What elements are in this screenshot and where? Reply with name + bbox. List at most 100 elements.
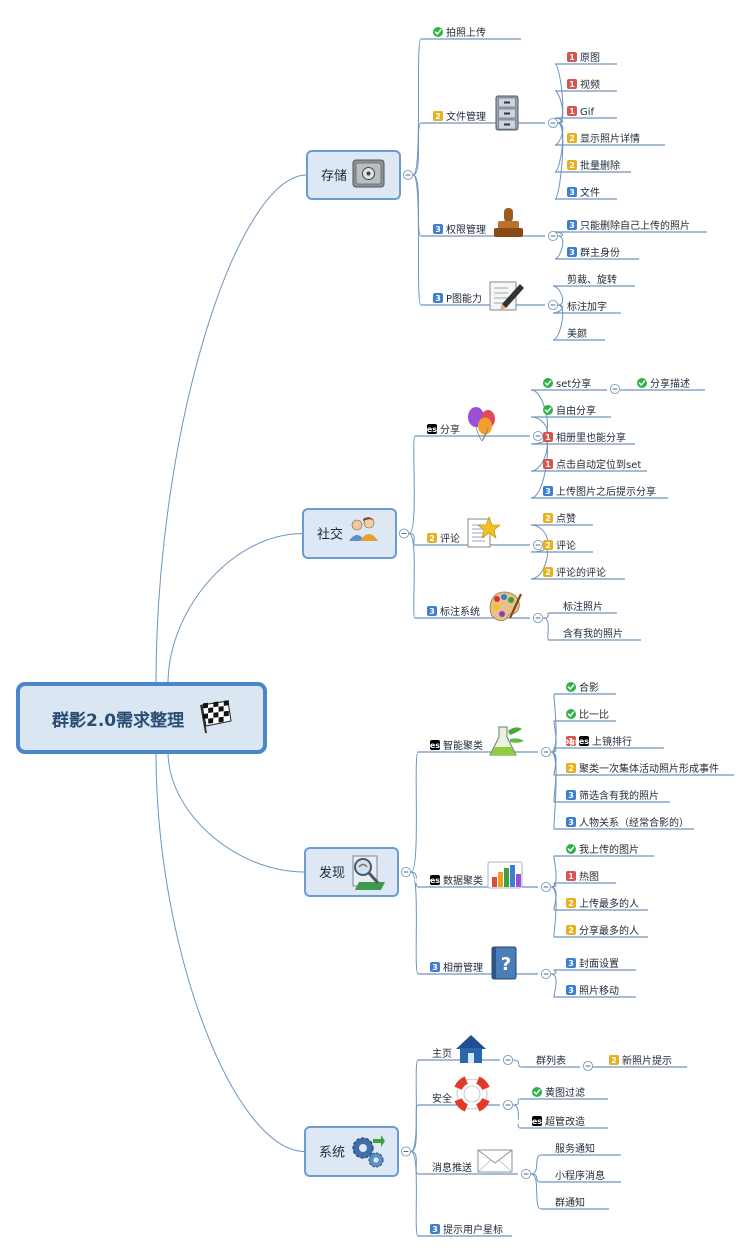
node-label: 服务通知: [555, 1142, 595, 1155]
collapse-toggle[interactable]: [398, 528, 410, 539]
main-topic[interactable]: 发现: [304, 847, 399, 897]
collapse-toggle[interactable]: [582, 1060, 594, 1072]
priority-1-icon: [567, 52, 577, 62]
subtopic-item[interactable]: 小程序消息: [541, 1169, 621, 1183]
main-topic[interactable]: 系统: [304, 1126, 399, 1177]
priority-number: 3: [568, 986, 574, 995]
subtopic[interactable]: 主页: [418, 1048, 500, 1061]
connector-line: [550, 855, 557, 888]
subtopic-item[interactable]: 我上传的图片: [554, 843, 654, 857]
connector-line: [530, 1173, 542, 1210]
collapse-toggle[interactable]: [502, 1099, 514, 1111]
node-label: 评论: [440, 532, 460, 545]
collapse-toggle[interactable]: [520, 1168, 532, 1180]
main-topic-label: 发现: [319, 865, 345, 881]
priority-number: 3: [435, 294, 441, 303]
subtopic-item[interactable]: 自由分享: [531, 404, 611, 418]
subtopic-item[interactable]: 剪裁、旋转: [553, 273, 635, 287]
node-label: 热图: [579, 870, 599, 883]
collapse-toggle[interactable]: [400, 866, 412, 878]
collapse-toggle[interactable]: [540, 746, 552, 758]
collapse-toggle[interactable]: [502, 1054, 514, 1066]
collapse-toggle[interactable]: [402, 169, 414, 181]
subtopic-item[interactable]: 黄图过滤: [520, 1086, 608, 1100]
collapse-toggle[interactable]: [532, 612, 544, 624]
connector-line: [550, 720, 557, 753]
subtopic-item[interactable]: 分享描述: [625, 377, 705, 391]
subtopic-item[interactable]: 标注加字: [553, 300, 621, 314]
subtopic-item[interactable]: 比一比: [554, 709, 616, 722]
node-label: 小程序消息: [555, 1169, 605, 1182]
priority-number: 2: [611, 1056, 617, 1065]
collapse-toggle[interactable]: [547, 230, 559, 242]
central-topic[interactable]: 群影2.0需求整理: [16, 682, 267, 754]
subtopic-item[interactable]: 含有我的照片: [549, 627, 641, 641]
collapse-toggle[interactable]: [532, 430, 544, 442]
node-label: 点赞: [556, 512, 576, 525]
collapse-toggle[interactable]: [532, 539, 544, 551]
subtopic-item[interactable]: 服务通知: [541, 1142, 621, 1156]
subtopic-item[interactable]: 群列表: [522, 1054, 580, 1068]
connector-line: [550, 751, 557, 830]
subtopic-item[interactable]: 群通知: [541, 1196, 609, 1210]
subtopic[interactable]: 拍照上传: [421, 26, 521, 40]
collapse-toggle[interactable]: [540, 968, 552, 980]
collapse-toggle[interactable]: [609, 383, 621, 395]
main-topic[interactable]: 社交: [302, 508, 397, 559]
priority-number: 3: [432, 963, 438, 972]
svg-text:?: ?: [501, 954, 511, 975]
collapse-toggle[interactable]: [540, 881, 552, 893]
node-label: 筛选含有我的照片: [579, 789, 659, 802]
priority-2-icon: [543, 567, 553, 577]
priority-number: 2: [545, 514, 551, 523]
connector-line: [410, 1151, 419, 1237]
node-label: Gif: [580, 107, 595, 118]
collapse-toggle[interactable]: [547, 117, 559, 129]
subtopic[interactable]: 消息推送: [418, 1161, 518, 1175]
subtopic-item[interactable]: set分享: [531, 377, 607, 391]
priority-number: 2: [545, 541, 551, 550]
people-icon: [349, 517, 378, 541]
node-label: 相册里也能分享: [556, 431, 626, 444]
connector-line: [530, 1154, 542, 1175]
subtopic-item[interactable]: 合影: [554, 681, 616, 695]
collapse-toggle[interactable]: [547, 299, 559, 311]
priority-number: 2: [429, 534, 435, 543]
subtopic-item[interactable]: 标注照片: [549, 600, 617, 614]
subtopic-item[interactable]: 2 点赞: [531, 512, 593, 526]
collapse-toggle[interactable]: [400, 1146, 412, 1157]
subtopic-item[interactable]: 美颜: [553, 327, 605, 341]
